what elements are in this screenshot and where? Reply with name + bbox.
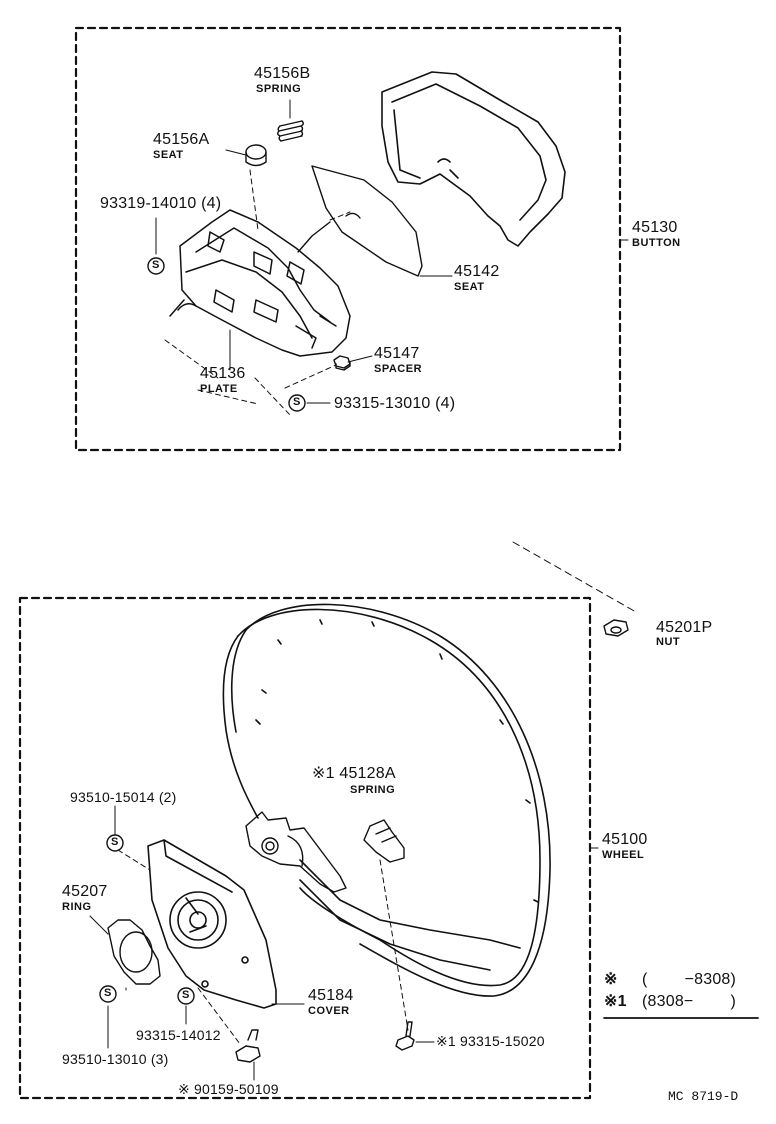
plate-45136-shape (169, 209, 351, 357)
s-symbol-bottom-a (106, 834, 124, 852)
spacer-part-no: 45147 (374, 345, 420, 362)
legend-row1-mark: ※ (604, 971, 618, 988)
button-45130-shape (381, 71, 566, 247)
screw-b-part-no: 93315-13010 (4) (334, 395, 456, 412)
cover-part-no: 45184 (308, 987, 354, 1004)
spacer-name: SPACER (374, 363, 423, 375)
legend-row1-range: ( −8308) (642, 971, 737, 988)
s-symbol-bottom-a-text: S (111, 836, 119, 848)
cover-45184-shape (147, 839, 277, 1009)
s-symbol-bottom-c-text: S (182, 989, 190, 1001)
seat-45142-shape (297, 165, 423, 277)
wheel-name: WHEEL (602, 849, 645, 861)
bottom-dashed-guides (117, 849, 409, 1045)
ring-45207-shape (107, 919, 161, 985)
nut-part-no: 45201P (656, 619, 713, 636)
wheel-45100-shape (222, 603, 551, 997)
spacer-45147-shape (333, 355, 351, 371)
seat-small-part-no: 45156A (153, 131, 210, 148)
plate-part-no: 45136 (200, 365, 246, 382)
spring-45128a-part-no: ※1 45128A (312, 765, 396, 782)
seat-plate-part-no: 45142 (454, 263, 500, 280)
spring-45128a-shape (363, 819, 405, 863)
diagram-code: MC 8719-D (668, 1089, 739, 1104)
top-leaders (155, 99, 629, 404)
bottom-group-frame (18, 596, 592, 1100)
bolt-90159-shape (235, 1029, 261, 1063)
s-symbol-top-a-text: S (152, 259, 160, 271)
spring-45128a-name: SPRING (350, 784, 396, 796)
screw-c-part-no: 93510-15014 (2) (70, 789, 177, 805)
spring-45156b-shape (277, 120, 304, 142)
ring-name: RING (62, 901, 92, 913)
top-dashed-guides (164, 169, 351, 416)
button-part-no: 45130 (632, 219, 678, 236)
nut-dashed-guide (512, 541, 637, 613)
top-group-frame (74, 26, 622, 452)
seat-45156a-shape (245, 144, 267, 167)
screw-f-part-no: ※1 93315-15020 (436, 1033, 545, 1049)
spring-part-no: 45156B (254, 65, 311, 82)
screw-e-part-no: 93510-13010 (3) (62, 1051, 169, 1067)
legend-row2-mark: ※1 (604, 993, 627, 1010)
ring-part-no: 45207 (62, 883, 108, 900)
seat-small-name: SEAT (153, 149, 184, 161)
s-symbol-top-b-text: S (293, 396, 301, 408)
wheel-part-no: 45100 (602, 831, 648, 848)
nut-name: NUT (656, 636, 681, 648)
hub-bracket-shape (245, 811, 347, 893)
screw-d-part-no: 93315-14012 (136, 1027, 221, 1043)
s-symbol-top-a (147, 257, 165, 275)
legend-row2-range: (8308− ) (642, 993, 737, 1010)
spring-name: SPRING (256, 83, 302, 95)
seat-plate-name: SEAT (454, 281, 485, 293)
plate-name: PLATE (200, 383, 238, 395)
s-symbol-top-b (288, 394, 306, 412)
s-symbol-bottom-c (177, 987, 195, 1005)
nut-45201p-shape (603, 619, 629, 637)
s-symbol-bottom-b-text: S (104, 987, 112, 999)
screw-93315-15020-shape (395, 1021, 415, 1051)
button-name: BUTTON (632, 237, 681, 249)
screw-a-part-no: 93319-14010 (4) (100, 195, 222, 212)
bottom-leaders (89, 805, 599, 1081)
cover-name: COVER (308, 1005, 350, 1017)
s-symbol-bottom-b (99, 985, 117, 1003)
bolt-part-no: ※ 90159-50109 (178, 1081, 279, 1097)
